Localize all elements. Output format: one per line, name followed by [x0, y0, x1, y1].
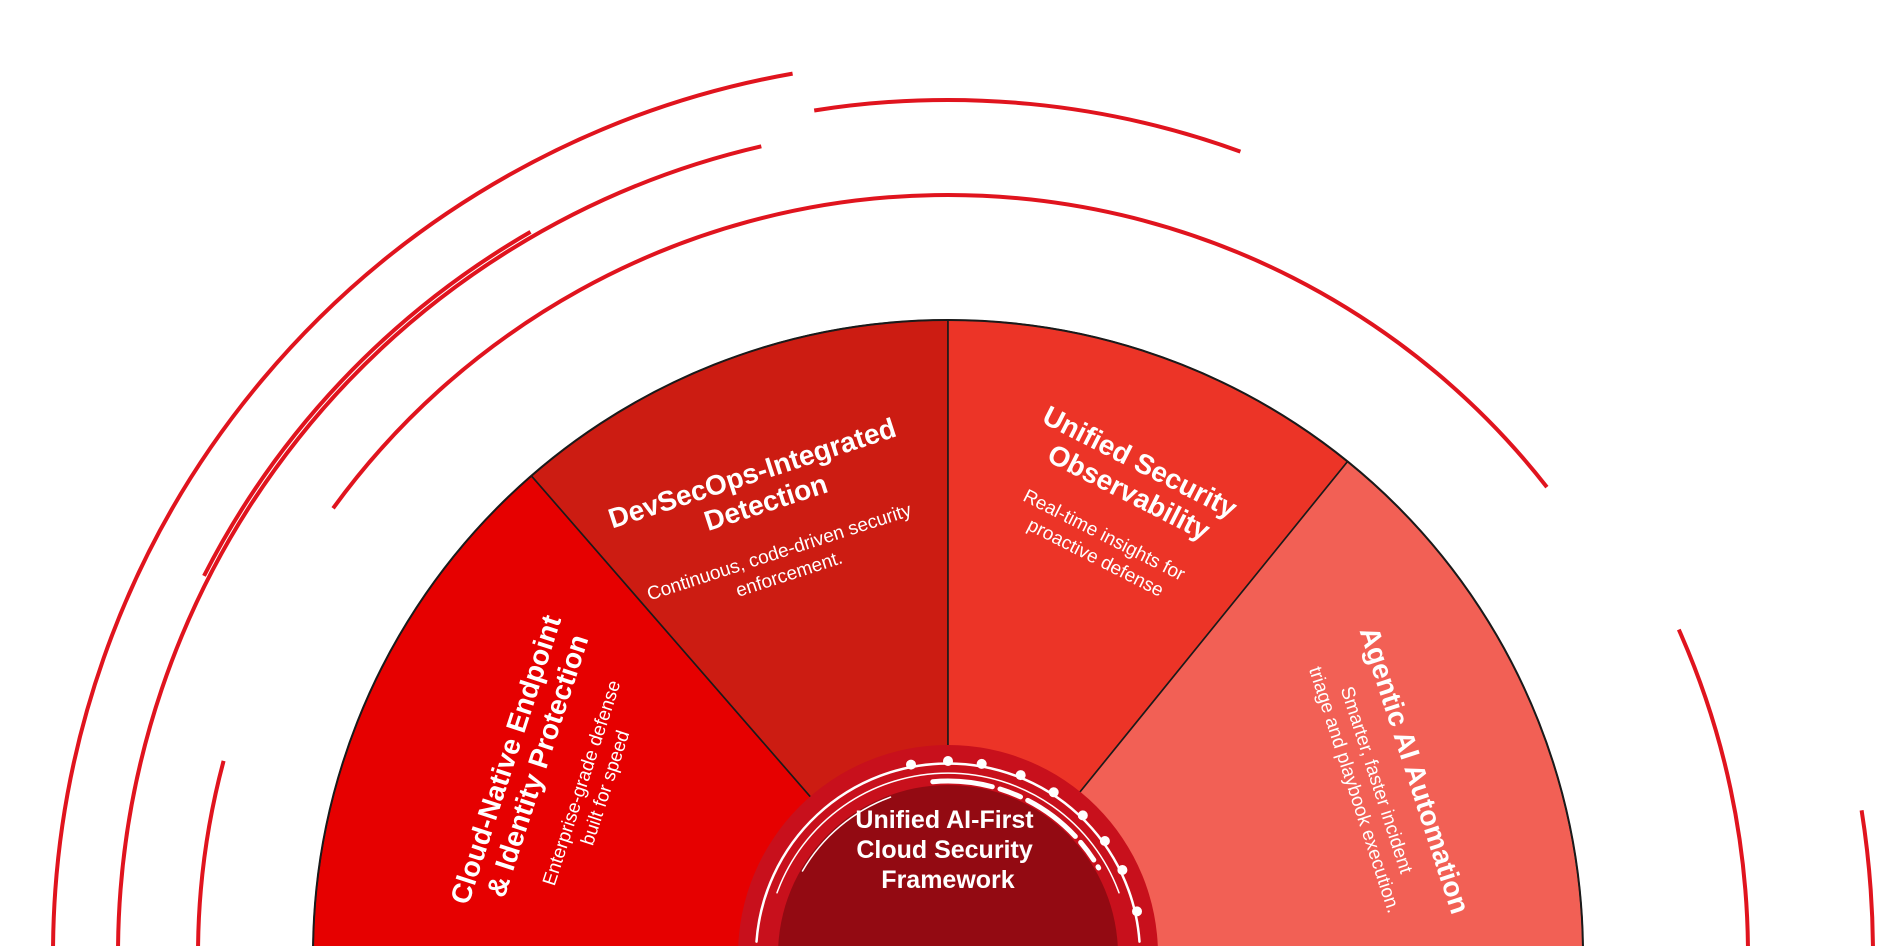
hub-ring-dot [1048, 787, 1059, 798]
hub-ring-dot [1015, 770, 1026, 781]
decorative-arc [1859, 809, 1875, 946]
hub-ring-dot [1132, 906, 1142, 917]
decorative-arc [116, 144, 762, 946]
decorative-arc [1676, 628, 1750, 946]
decorative-arc [51, 71, 793, 946]
hub-ring-dot [1117, 865, 1128, 875]
decorative-arc [196, 760, 226, 946]
decorative-arc [331, 193, 1549, 510]
hub-ring-progress [930, 778, 1102, 871]
hub-ring-dot [1077, 810, 1088, 821]
segments-outline [312, 319, 1584, 946]
center-title-line-3: Framework [881, 866, 1014, 894]
hub-ring-dot [976, 758, 987, 769]
hub-ring-dot [1099, 836, 1110, 846]
center-title-line-2: Cloud Security [856, 836, 1033, 864]
hub-ring-dot [906, 759, 916, 770]
decorative-arc [813, 98, 1242, 154]
decorative-arc [202, 230, 532, 577]
hub-ring-inner [801, 796, 892, 872]
hub-ring-middle [776, 772, 1120, 894]
center-hub: Unified AI-First Cloud Security Framewor… [738, 745, 1158, 946]
center-title: Unified AI-First Cloud Security Framewor… [855, 806, 1040, 894]
segments-group [312, 319, 1584, 946]
hub-inner-disc [778, 785, 1118, 946]
decorative-arcs [51, 71, 1875, 946]
center-title-line-1: Unified AI-First [855, 806, 1034, 834]
hub-ring-dot [943, 756, 953, 766]
hub-tech-rings [755, 756, 1142, 943]
